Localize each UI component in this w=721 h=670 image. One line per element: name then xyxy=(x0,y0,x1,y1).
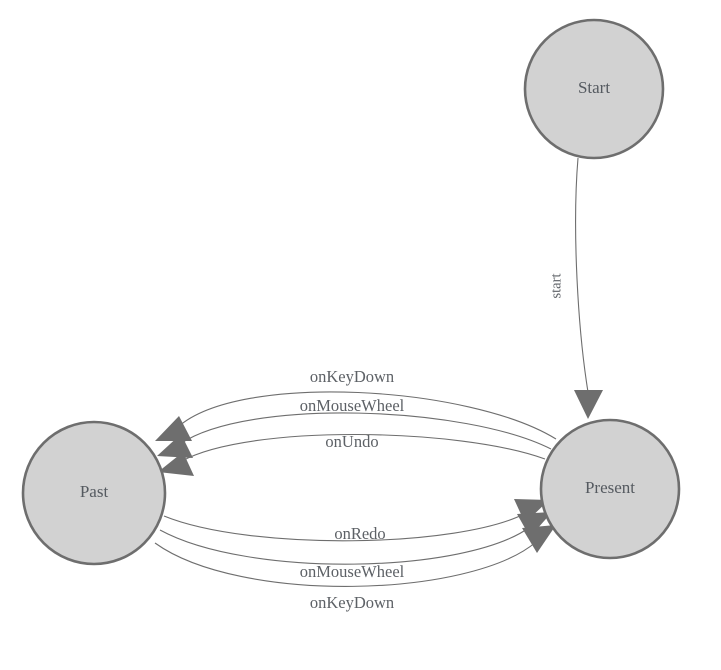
edge-start-to-present-path xyxy=(575,157,589,393)
edge-label-past-present-onkeydown: onKeyDown xyxy=(310,593,394,612)
edge-present-to-past-onmousewheel-arrowhead xyxy=(157,434,193,458)
edge-past-to-present-onkeydown-path xyxy=(154,541,537,587)
edge-present-to-past-onmousewheel[interactable]: onMouseWheel xyxy=(157,396,552,458)
edge-label-present-past-onmousewheel: onMouseWheel xyxy=(300,396,405,415)
node-past[interactable]: Past xyxy=(21,420,167,566)
edge-past-to-present-onkeydown[interactable]: onKeyDown xyxy=(154,525,556,612)
edge-present-to-past-onundo-path xyxy=(181,433,546,462)
edge-label-past-present-onmousewheel: onMouseWheel xyxy=(300,562,405,581)
edge-start-to-present-arrowhead xyxy=(574,390,603,419)
node-past-circle xyxy=(21,420,167,566)
node-present[interactable]: Present xyxy=(539,418,681,560)
edge-label-present-past-onundo: onUndo xyxy=(325,432,378,451)
edge-present-to-past-onundo-arrowhead xyxy=(158,452,194,476)
edge-past-to-present-onredo-path xyxy=(163,512,527,542)
edge-past-to-present-onmousewheel-arrowhead xyxy=(517,512,552,537)
node-start-circle xyxy=(523,18,665,160)
edge-start-to-present[interactable]: start xyxy=(548,157,603,419)
node-present-label: Present xyxy=(585,478,635,497)
edge-present-to-past-onundo[interactable]: onUndo xyxy=(158,432,546,476)
edge-past-to-present-onmousewheel[interactable]: onMouseWheel xyxy=(159,512,552,581)
edge-present-to-past-onmousewheel-path xyxy=(179,412,552,450)
edge-present-to-past-onkeydown-arrowhead xyxy=(155,416,192,441)
edge-past-to-present-onkeydown-arrowhead xyxy=(522,525,556,553)
edge-label-start: start xyxy=(548,274,564,299)
edge-present-to-past-onkeydown[interactable]: onKeyDown xyxy=(155,367,557,441)
edge-past-to-present-onmousewheel-path xyxy=(159,526,531,565)
edge-label-past-present-onredo: onRedo xyxy=(334,524,385,543)
node-start[interactable]: Start xyxy=(523,18,665,160)
node-past-label: Past xyxy=(80,482,109,501)
edge-past-to-present-onredo[interactable]: onRedo xyxy=(163,499,549,543)
node-start-label: Start xyxy=(578,78,610,97)
node-present-circle xyxy=(539,418,681,560)
edge-label-present-past-onkeydown: onKeyDown xyxy=(310,367,394,386)
edge-present-to-past-onkeydown-path xyxy=(177,391,557,440)
